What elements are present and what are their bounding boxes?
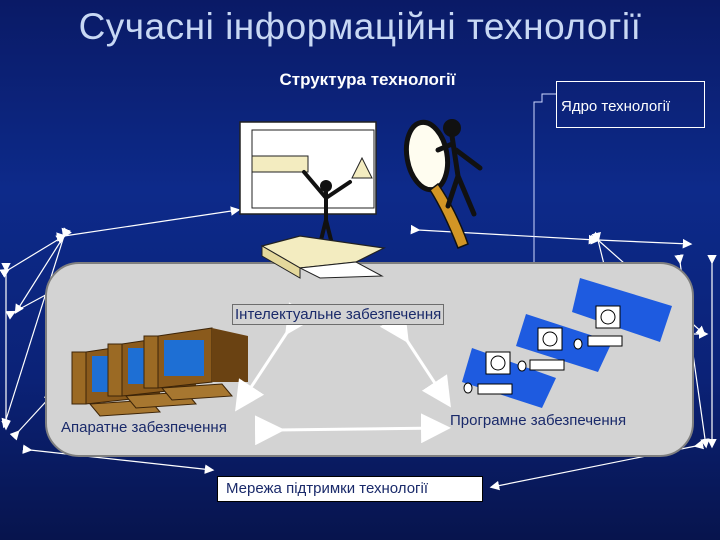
slide-subtitle: Структура технології <box>279 70 456 89</box>
software-support-label: Програмне забезпечення <box>450 412 627 429</box>
support-network-box: Мережа підтримки технології <box>217 476 483 502</box>
intellectual-support-label: Інтелектуальне забезпечення <box>232 304 445 325</box>
hardware-support-label: Апаратне забезпечення <box>61 419 227 436</box>
slide-title: Сучасні інформаційні технології <box>78 6 642 47</box>
kernel-box: Ядро технології <box>556 81 705 128</box>
